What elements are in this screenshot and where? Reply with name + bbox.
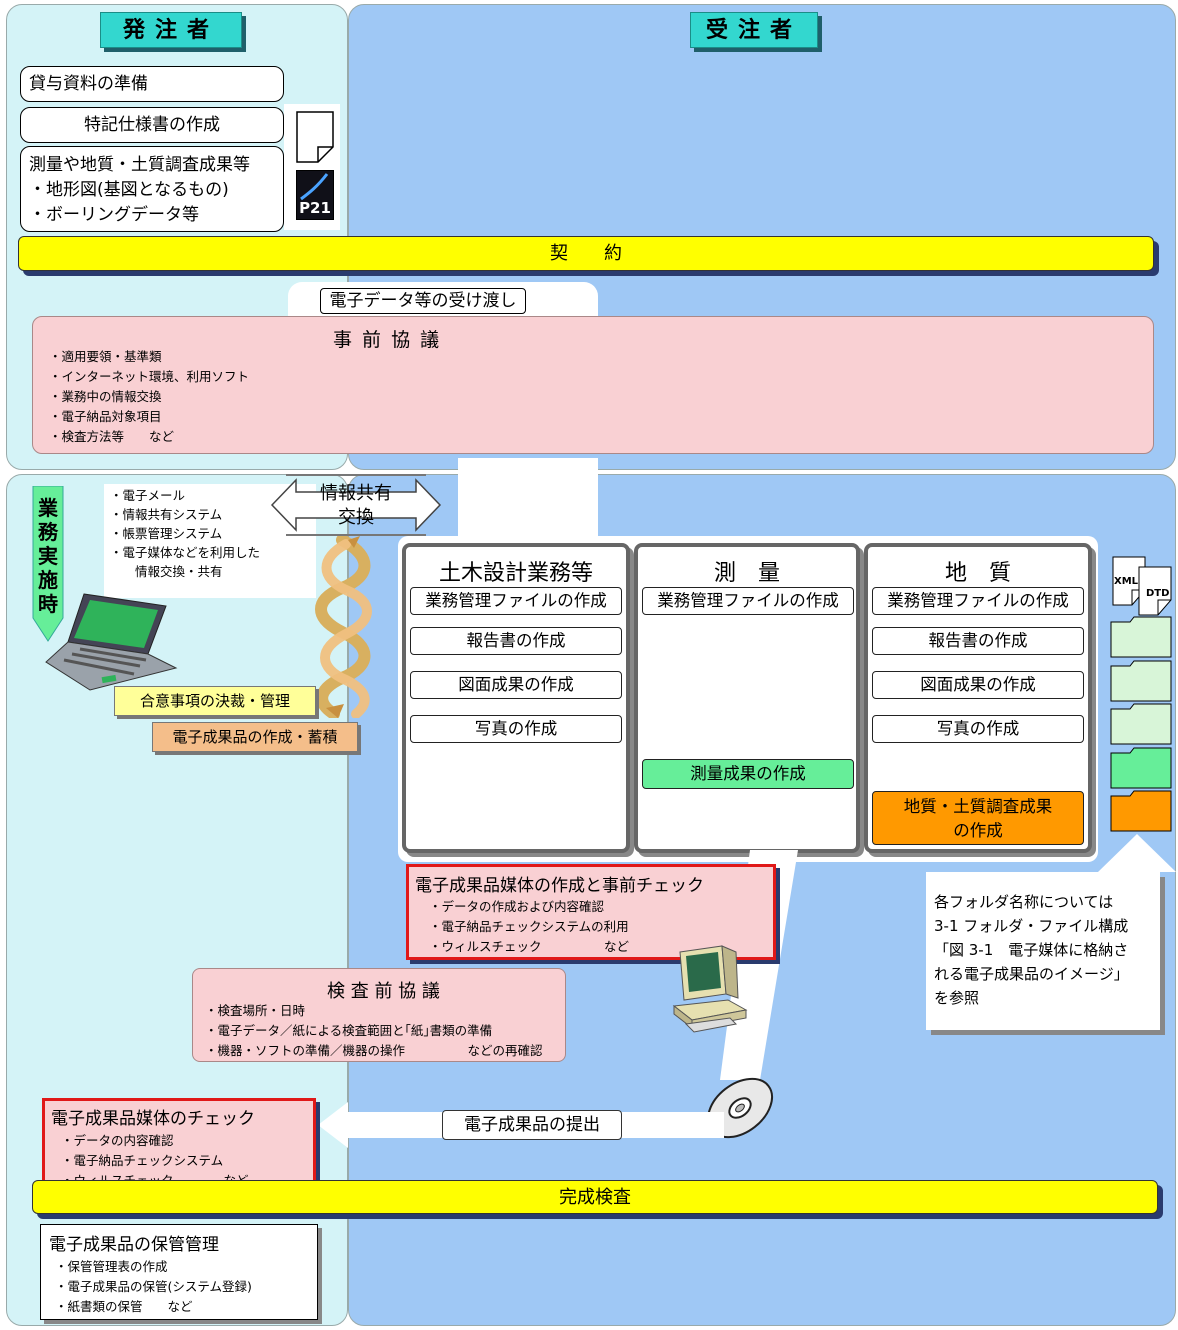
survey-title: 測 量 xyxy=(713,561,780,586)
geology-results-line: の作成 xyxy=(953,821,1003,840)
media-check-title: 電子成果品媒体のチェック xyxy=(51,1109,255,1129)
pre-consultation-item: ・業務中の情報交換 xyxy=(49,389,162,404)
survey-results-line: ・地形図(基図となるもの) xyxy=(29,180,229,200)
folder-icon xyxy=(1110,660,1172,702)
owner-header: 発注者 xyxy=(100,12,242,48)
document-icon xyxy=(296,111,334,163)
xml-file-label: XML xyxy=(1114,576,1139,587)
media-precheck-title: 電子成果品媒体の作成と事前チェック xyxy=(415,876,704,896)
pre-consultation-item: ・検査方法等 など xyxy=(49,429,175,444)
geology-results-task: 地質・土質調査成果 の作成 xyxy=(872,791,1084,845)
folder-icon xyxy=(1110,703,1172,745)
pre-consultation-item: ・インターネット環境、利用ソフト xyxy=(49,369,250,384)
media-check-item: ・データの内容確認 xyxy=(61,1133,174,1148)
geology-task-management-file: 業務管理ファイルの作成 xyxy=(872,587,1084,615)
final-inspection-bar: 完成検査 xyxy=(32,1180,1158,1214)
comm-method-item: ・電子媒体などを利用した xyxy=(110,545,261,560)
media-precheck-item: ・電子納品チェックシステムの利用 xyxy=(429,919,629,934)
pre-inspection-box: 検 査 前 協 議 ・検査場所・日時 ・電子データ／紙による検査範囲と｢紙｣書類… xyxy=(192,968,566,1062)
storage-item: ・電子成果品の保管(システム登録) xyxy=(55,1279,252,1294)
contractor-header: 受注者 xyxy=(690,12,818,48)
media-precheck-box: 電子成果品媒体の作成と事前チェック ・データの作成および内容確認 ・電子納品チェ… xyxy=(406,864,776,960)
folder-note-line: を参照 xyxy=(934,989,980,1007)
desktop-computer-icon xyxy=(672,945,748,1033)
pre-consultation-box: 事 前 協 議 ・適用要領・基準類 ・インターネット環境、利用ソフト ・業務中の… xyxy=(32,316,1154,454)
comm-method-item: ・情報共有システム xyxy=(110,507,223,522)
handover-connector xyxy=(458,458,598,542)
pre-consultation-title: 事 前 協 議 xyxy=(333,329,442,351)
exchange-arrow-icon xyxy=(270,478,442,532)
storage-item: ・紙書類の保管 など xyxy=(55,1299,193,1314)
folder-note-line: れる電子成果品のイメージ」 xyxy=(934,965,1129,983)
pre-consultation-item: ・電子納品対象項目 xyxy=(49,409,162,424)
exchange-label-line: 交換 xyxy=(338,507,374,528)
pre-inspection-item: ・検査場所・日時 xyxy=(205,1003,306,1018)
transfer-beam xyxy=(720,850,798,1080)
comm-methods-box: ・電子メール ・情報共有システム ・帳票管理システム ・電子媒体などを利用した … xyxy=(104,484,316,598)
civil-task-photo: 写真の作成 xyxy=(410,715,622,743)
submission-label: 電子成果品の提出 xyxy=(442,1110,622,1140)
exchange-label-line: 情報共有 xyxy=(320,483,392,504)
p21-label: P21 xyxy=(299,199,331,217)
geology-results-line: 地質・土質調査成果 xyxy=(903,797,1053,816)
civil-task-drawing: 図面成果の作成 xyxy=(410,671,622,699)
folder-note-line: 3-1 フォルダ・ファイル構成 xyxy=(934,917,1129,935)
media-precheck-item: ・ウィルスチェック など xyxy=(429,939,630,954)
comm-method-item: ・帳票管理システム xyxy=(110,526,223,541)
survey-results-line: 測量や地質・土質調査成果等 xyxy=(29,155,250,175)
down-arrow-icon xyxy=(31,486,65,642)
folder-note-box: 各フォルダ名称については 3-1 フォルダ・ファイル構成 「図 3-1 電子媒体… xyxy=(926,872,1160,1030)
civil-task-report: 報告書の作成 xyxy=(410,627,622,655)
storage-management-box: 電子成果品の保管管理 ・保管管理表の作成 ・電子成果品の保管(システム登録) ・… xyxy=(40,1224,318,1320)
media-precheck-item: ・データの作成および内容確認 xyxy=(429,899,605,914)
civil-task-management-file: 業務管理ファイルの作成 xyxy=(410,587,622,615)
survey-results-box: 測量や地質・土質調査成果等 ・地形図(基図となるもの) ・ボーリングデータ等 xyxy=(20,146,284,232)
p21-file-icon: P21 xyxy=(296,170,334,220)
handover-label: 電子データ等の受け渡し xyxy=(320,288,526,314)
survey-results-task: 測量成果の作成 xyxy=(642,759,854,789)
folder-icon xyxy=(1110,790,1172,832)
geology-title: 地 質 xyxy=(944,561,1011,586)
special-spec-box: 特記仕様書の作成 xyxy=(20,107,284,143)
pre-inspection-item: ・機器・ソフトの準備／機器の操作 などの再確認 xyxy=(205,1043,543,1058)
storage-title: 電子成果品の保管管理 xyxy=(49,1235,219,1255)
phase-label: 業務実施時 xyxy=(38,496,58,616)
pre-inspection-title: 検 査 前 協 議 xyxy=(327,981,440,1002)
cd-disc-icon xyxy=(707,1077,773,1139)
survey-task-management-file: 業務管理ファイルの作成 xyxy=(642,587,854,615)
comm-method-item: ・電子メール xyxy=(110,488,186,503)
geology-task-photo: 写真の作成 xyxy=(872,715,1084,743)
pre-consultation-item: ・適用要領・基準類 xyxy=(49,349,162,364)
laptop-icon xyxy=(45,593,178,691)
accumulate-results-label: 電子成果品の作成・蓄積 xyxy=(152,722,358,752)
folder-icon xyxy=(1110,616,1172,658)
exchange-arrow-shadow xyxy=(270,474,442,536)
loan-materials-box: 貸与資料の準備 xyxy=(20,66,284,102)
media-check-item: ・電子納品チェックシステム xyxy=(61,1153,224,1168)
folder-note-line: 各フォルダ名称については xyxy=(934,893,1114,911)
up-arrow-icon xyxy=(1098,834,1176,872)
folder-note-line: 「図 3-1 電子媒体に格納さ xyxy=(934,941,1129,959)
dtd-file-label: DTD xyxy=(1146,588,1170,599)
survey-results-line: ・ボーリングデータ等 xyxy=(29,205,199,225)
civil-design-title: 土木設計業務等 xyxy=(438,561,593,586)
geology-task-drawing: 図面成果の作成 xyxy=(872,671,1084,699)
geology-task-report: 報告書の作成 xyxy=(872,627,1084,655)
spiral-arrows-icon xyxy=(315,536,372,718)
exchange-label: 情報共有 交換 xyxy=(300,482,412,530)
folder-icon xyxy=(1110,747,1172,789)
dtd-file-icon xyxy=(1138,566,1172,616)
agreement-management-label: 合意事項の決裁・管理 xyxy=(114,686,316,716)
contract-bar: 契 約 xyxy=(18,236,1154,271)
media-check-box: 電子成果品媒体のチェック ・データの内容確認 ・電子納品チェックシステム ・ウィ… xyxy=(42,1098,316,1196)
comm-method-item: 情報交換・共有 xyxy=(110,564,223,579)
storage-item: ・保管管理表の作成 xyxy=(55,1259,168,1274)
pre-inspection-item: ・電子データ／紙による検査範囲と｢紙｣書類の準備 xyxy=(205,1023,493,1038)
